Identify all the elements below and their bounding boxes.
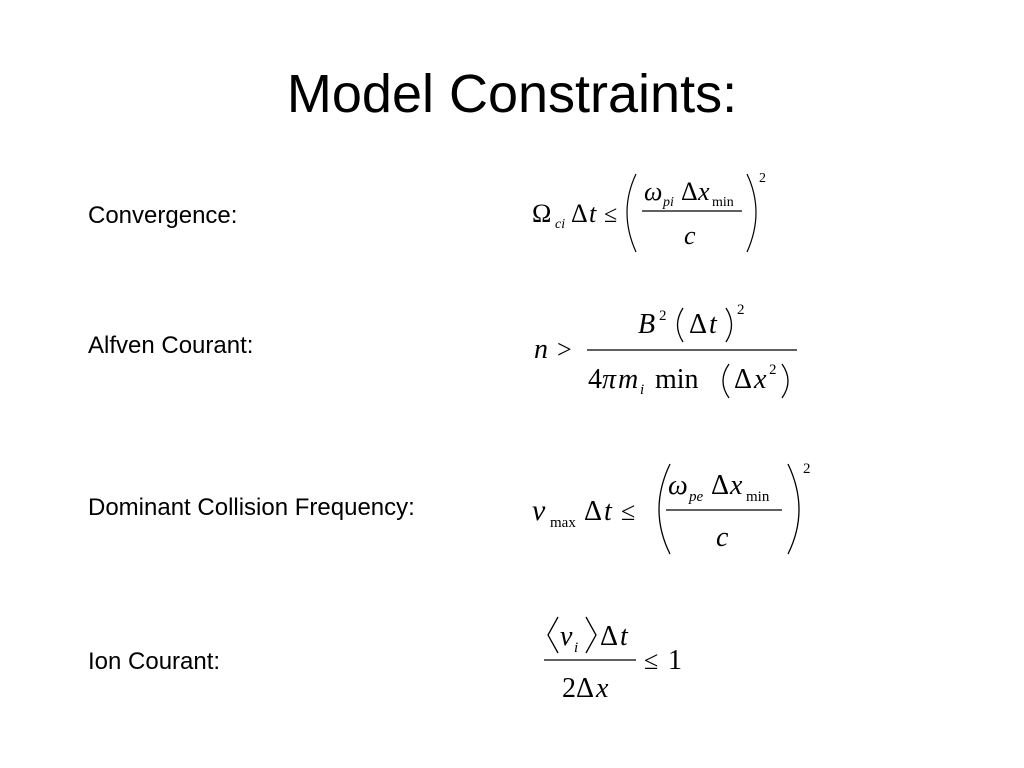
pi-symbol: π (602, 364, 617, 395)
B-squared-exponent: 2 (659, 308, 667, 324)
squared-exponent: 2 (803, 461, 811, 477)
ion-courant-equation: v i Δ t 2 Δ x ≤ 1 (544, 616, 682, 704)
two-coefficient: 2 (562, 673, 576, 704)
omega-pe-symbol: ω (668, 470, 688, 501)
x-variable: x (595, 673, 609, 704)
right-paren (746, 173, 757, 253)
x-variable: x (697, 177, 710, 206)
n-variable: n (534, 334, 548, 365)
delta-symbol: Δ (600, 621, 618, 652)
alfven-courant-equation: n > B 2 Δ t 2 4 π m i min Δ x 2 (534, 302, 797, 399)
min-function: min (655, 364, 699, 395)
alfven-courant-label: Alfven Courant: (88, 332, 254, 359)
B-variable: B (638, 309, 655, 340)
paren-squared-exponent: 2 (737, 302, 745, 318)
delta-symbol-2: Δ (711, 470, 729, 501)
t-variable: t (604, 496, 613, 527)
delta-symbol: Δ (584, 496, 602, 527)
left-angle-bracket (547, 616, 559, 654)
squared-exponent: 2 (759, 171, 766, 186)
omega-pi-subscript: pi (662, 195, 674, 210)
nu-max-subscript: max (550, 515, 576, 531)
omega-ci-symbol: Ω (532, 199, 551, 228)
numerator-left-paren (676, 307, 684, 343)
x-min-subscript: min (712, 195, 734, 210)
x-variable: x (753, 364, 767, 395)
delta-symbol-2: Δ (734, 364, 752, 395)
right-paren (787, 463, 800, 555)
ion-courant-label: Ion Courant: (88, 648, 221, 675)
left-paren (626, 173, 637, 253)
omega-pi-symbol: ω (644, 177, 662, 206)
t-variable: t (589, 199, 597, 228)
collision-frequency-label: Dominant Collision Frequency: (88, 494, 415, 521)
m-variable: m (618, 364, 638, 395)
m-i-subscript: i (640, 382, 644, 398)
t-variable: t (709, 309, 718, 340)
left-paren (658, 463, 671, 555)
right-angle-bracket (585, 616, 597, 654)
nu-symbol: ν (532, 494, 546, 527)
slide-title: Model Constraints: (286, 64, 738, 124)
c-denominator: c (716, 522, 729, 553)
v-i-subscript: i (574, 640, 578, 656)
x-squared-exponent: 2 (769, 362, 777, 378)
numerator-right-paren (725, 307, 733, 343)
gt-operator: > (557, 335, 572, 364)
leq-operator: ≤ (621, 497, 635, 526)
delta-symbol: Δ (571, 199, 588, 228)
denominator-left-paren (722, 363, 730, 399)
one-constant: 1 (668, 645, 682, 676)
t-variable: t (620, 621, 629, 652)
convergence-label: Convergence: (88, 202, 238, 229)
c-denominator: c (684, 221, 696, 250)
leq-operator: ≤ (604, 202, 617, 228)
omega-pe-subscript: pe (688, 489, 704, 505)
convergence-equation: Ω ci Δ t ≤ ω pi Δ x min c 2 (532, 171, 766, 253)
delta-symbol-2: Δ (576, 673, 594, 704)
leq-operator: ≤ (644, 646, 658, 675)
four-coefficient: 4 (588, 364, 602, 395)
omega-ci-subscript: ci (555, 217, 565, 232)
delta-symbol: Δ (689, 309, 707, 340)
x-min-subscript: min (746, 489, 770, 505)
v-variable: v (560, 621, 573, 652)
denominator-right-paren (781, 363, 789, 399)
x-variable: x (729, 470, 743, 501)
collision-frequency-equation: ν max Δ t ≤ ω pe Δ x min c 2 (532, 461, 811, 555)
delta-symbol-2: Δ (681, 177, 698, 206)
